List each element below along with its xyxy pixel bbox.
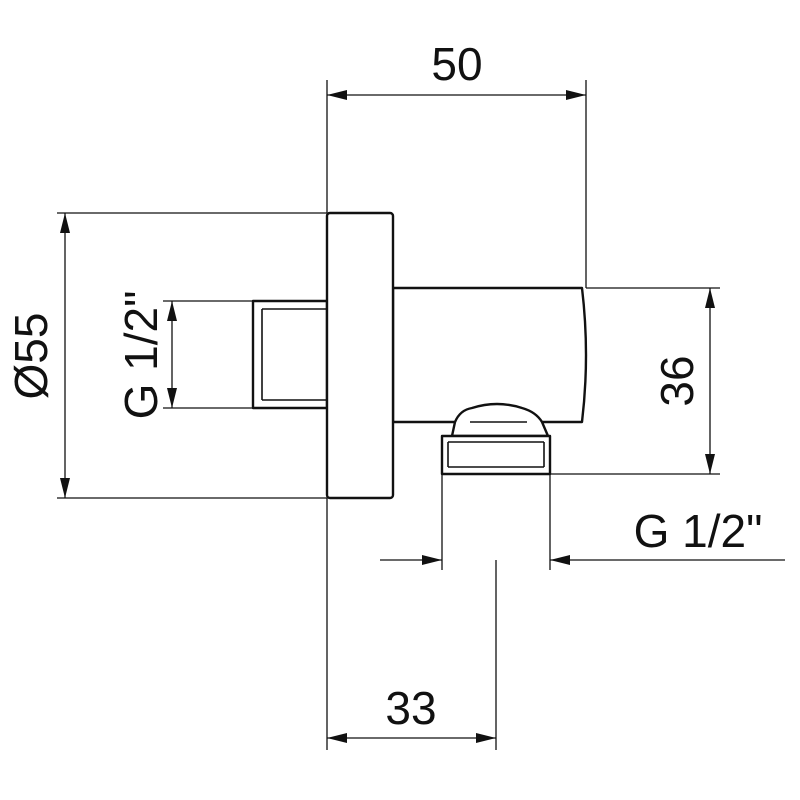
dimension-label-inlet-thread: G 1/2"	[115, 291, 167, 420]
wall-flange	[325, 211, 395, 500]
arrowhead	[422, 555, 442, 565]
arrowhead	[167, 388, 177, 408]
arrowhead	[566, 90, 586, 100]
dimension-label-overall-length: 50	[431, 38, 482, 90]
arrowhead	[327, 90, 347, 100]
arrowhead	[476, 733, 496, 743]
outlet-neck	[450, 402, 550, 438]
dimension-label-outlet-offset: 33	[385, 682, 436, 734]
dimension-body-height: 36	[651, 288, 715, 474]
arrowhead	[60, 478, 70, 498]
arrowhead	[167, 301, 177, 321]
body-cylinder	[391, 286, 588, 424]
inlet-thread-stub	[251, 299, 329, 410]
arrowhead	[705, 454, 715, 474]
dimension-outlet-thread: G 1/2"	[380, 505, 785, 565]
dimension-label-body-height: 36	[651, 355, 703, 406]
arrowhead	[550, 555, 570, 565]
wall-outlet-elbow	[251, 211, 588, 500]
dimension-inlet-thread: G 1/2"	[115, 291, 177, 420]
arrowhead	[60, 213, 70, 233]
extension-lines	[57, 80, 720, 750]
dimension-outlet-offset: 33	[327, 682, 496, 743]
dimension-label-flange-diameter: Ø55	[5, 313, 57, 400]
arrowhead	[327, 733, 347, 743]
arrowhead	[705, 288, 715, 308]
dimension-label-outlet-thread: G 1/2"	[634, 505, 763, 557]
dimension-overall-length: 50	[327, 38, 586, 100]
dimension-flange-diameter: Ø55	[5, 213, 70, 498]
